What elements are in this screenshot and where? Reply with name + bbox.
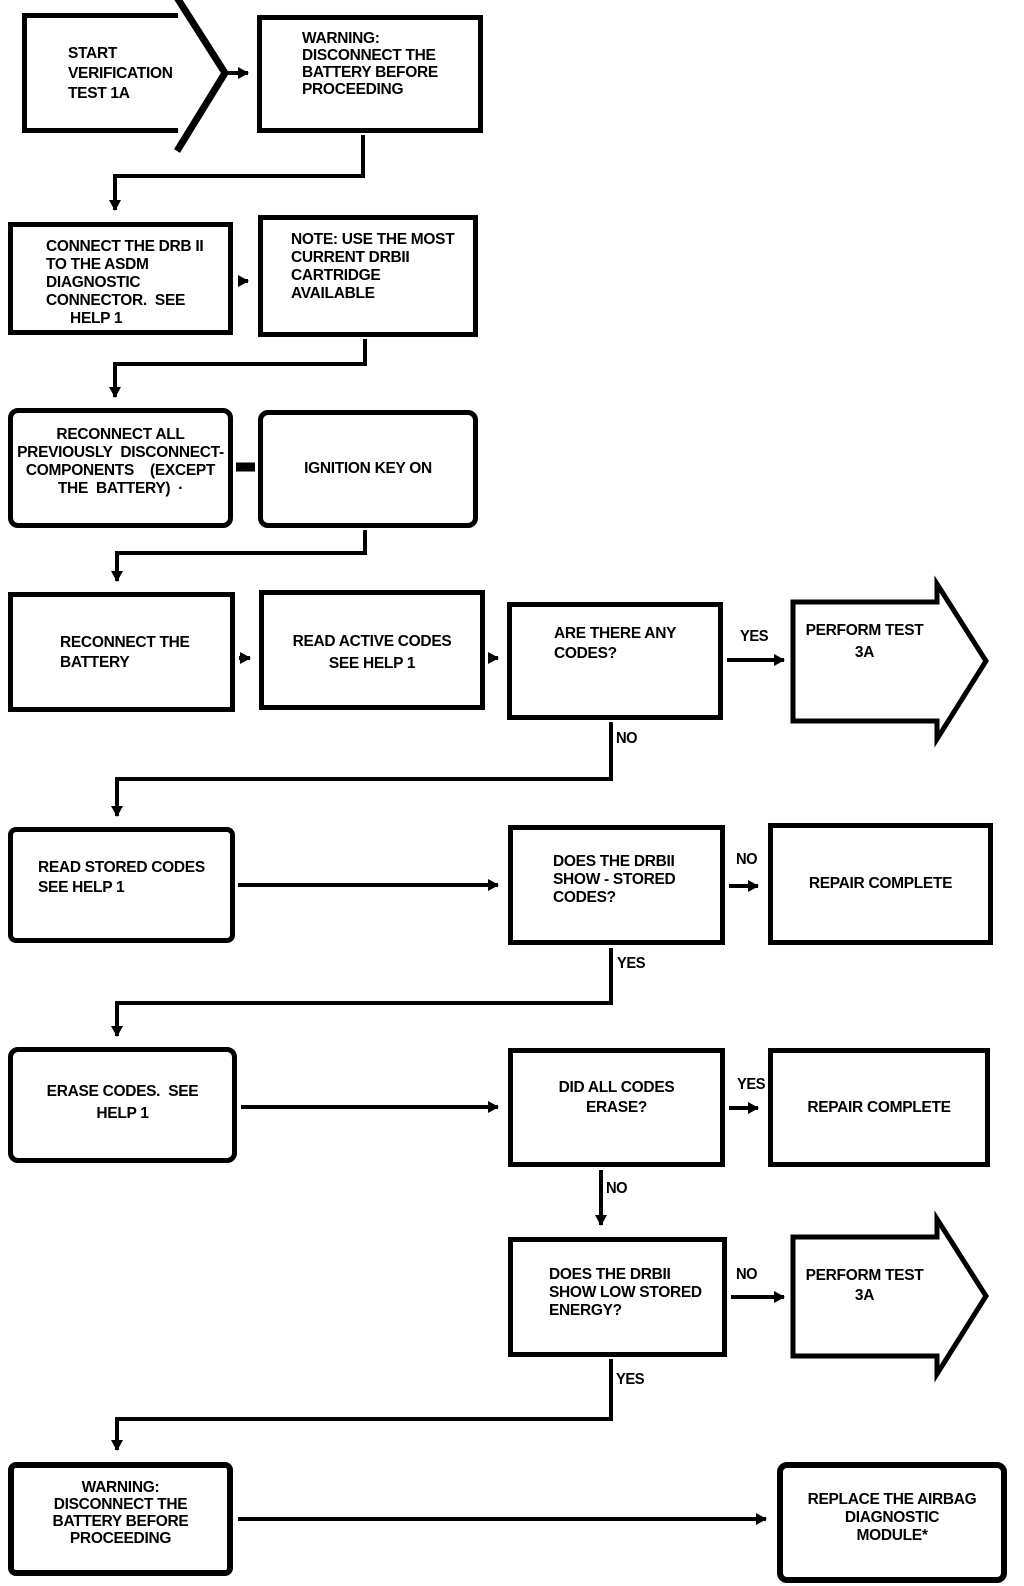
node-start-text: START VERIFICATION TEST 1A	[68, 45, 173, 102]
edge-note-to-reconnect-all	[109, 339, 367, 398]
node-low-energy-question: DOES THE DRBII SHOW LOW STORED ENERGY?	[508, 1237, 727, 1357]
node-reconnect-battery: RECONNECT THE BATTERY	[8, 592, 235, 712]
node-warning-bottom: WARNING: DISCONNECT THE BATTERY BEFORE P…	[8, 1462, 233, 1576]
node-repair-complete-1: REPAIR COMPLETE	[768, 823, 993, 945]
edge-label-yes-any-codes: YES	[740, 628, 769, 645]
node-ignition-key-on-text: IGNITION KEY ON	[304, 460, 432, 477]
node-ignition-key-on: IGNITION KEY ON	[258, 410, 478, 528]
edge-label-no-any-codes: NO	[616, 730, 638, 747]
node-show-stored-question: DOES THE DRBII SHOW - STORED CODES?	[508, 825, 725, 945]
terminator-perform-test-top	[790, 575, 989, 748]
terminator-perform-test-bottom	[790, 1210, 989, 1383]
edge-label-no-low-energy: NO	[736, 1266, 758, 1283]
node-any-codes-question: ARE THERE ANY CODES?	[507, 602, 723, 720]
node-perform-test-bottom-text: PERFORM TEST 3A	[805, 1267, 924, 1304]
node-low-energy-question-text: DOES THE DRBII SHOW LOW STORED ENERGY?	[549, 1266, 702, 1319]
node-read-stored-codes-text: READ STORED CODES SEE HELP 1	[38, 859, 205, 896]
edge-label-no-show-stored: NO	[736, 851, 758, 868]
node-read-active-codes-text: READ ACTIVE CODES SEE HELP 1	[292, 633, 452, 672]
edge-label-no-did-erase: NO	[606, 1180, 628, 1197]
start-terminator-chevron	[174, 0, 230, 153]
node-note-cartridge-text: NOTE: USE THE MOST CURRENT DRBII CARTRID…	[291, 231, 455, 302]
node-reconnect-all-text: RECONNECT ALL PREVIOUSLY DISCONNECT- COM…	[17, 426, 224, 497]
node-warning-bottom-text: WARNING: DISCONNECT THE BATTERY BEFORE P…	[52, 1479, 189, 1547]
node-perform-test-top-text: PERFORM TEST 3A	[805, 622, 924, 661]
edge-low-energy-yes-to-warning	[111, 1359, 613, 1451]
edge-label-yes-show-stored: YES	[617, 955, 646, 972]
edge-warning-to-connect	[109, 135, 365, 211]
node-warning-top: WARNING: DISCONNECT THE BATTERY BEFORE P…	[257, 15, 483, 133]
node-show-stored-question-text: DOES THE DRBII SHOW - STORED CODES?	[553, 853, 676, 906]
node-replace-module-text: REPLACE THE AIRBAG DIAGNOSTIC MODULE*	[807, 1491, 977, 1544]
node-read-stored-codes: READ STORED CODES SEE HELP 1	[8, 827, 235, 943]
node-erase-codes: ERASE CODES. SEE HELP 1	[8, 1047, 237, 1163]
edge-label-yes-did-erase: YES	[737, 1076, 766, 1093]
edge-any-codes-no-to-read-stored	[111, 722, 613, 817]
node-replace-module: REPLACE THE AIRBAG DIAGNOSTIC MODULE*	[777, 1462, 1007, 1583]
edge-label-yes-low-energy: YES	[616, 1371, 645, 1388]
node-repair-complete-2: REPAIR COMPLETE	[768, 1048, 990, 1167]
edge-ignition-to-reconnect-battery	[111, 530, 367, 582]
node-erase-codes-text: ERASE CODES. SEE HELP 1	[46, 1083, 199, 1122]
node-connect-drb: CONNECT THE DRB II TO THE ASDM DIAGNOSTI…	[8, 222, 233, 335]
node-note-cartridge: NOTE: USE THE MOST CURRENT DRBII CARTRID…	[258, 215, 478, 337]
node-connect-drb-text: CONNECT THE DRB II TO THE ASDM DIAGNOSTI…	[46, 238, 204, 327]
node-start: START VERIFICATION TEST 1A	[22, 13, 178, 133]
node-warning-top-text: WARNING: DISCONNECT THE BATTERY BEFORE P…	[302, 30, 438, 98]
node-reconnect-all: RECONNECT ALL PREVIOUSLY DISCONNECT- COM…	[8, 408, 233, 528]
node-read-active-codes: READ ACTIVE CODES SEE HELP 1	[259, 590, 485, 710]
node-did-erase-question: DID ALL CODES ERASE?	[508, 1048, 725, 1167]
node-any-codes-question-text: ARE THERE ANY CODES?	[554, 625, 677, 662]
node-reconnect-battery-text: RECONNECT THE BATTERY	[60, 634, 190, 671]
node-did-erase-question-text: DID ALL CODES ERASE?	[558, 1079, 675, 1116]
node-repair-complete-1-text: REPAIR COMPLETE	[808, 875, 953, 892]
edge-show-stored-yes-to-erase	[111, 948, 613, 1037]
node-repair-complete-2-text: REPAIR COMPLETE	[807, 1098, 951, 1116]
